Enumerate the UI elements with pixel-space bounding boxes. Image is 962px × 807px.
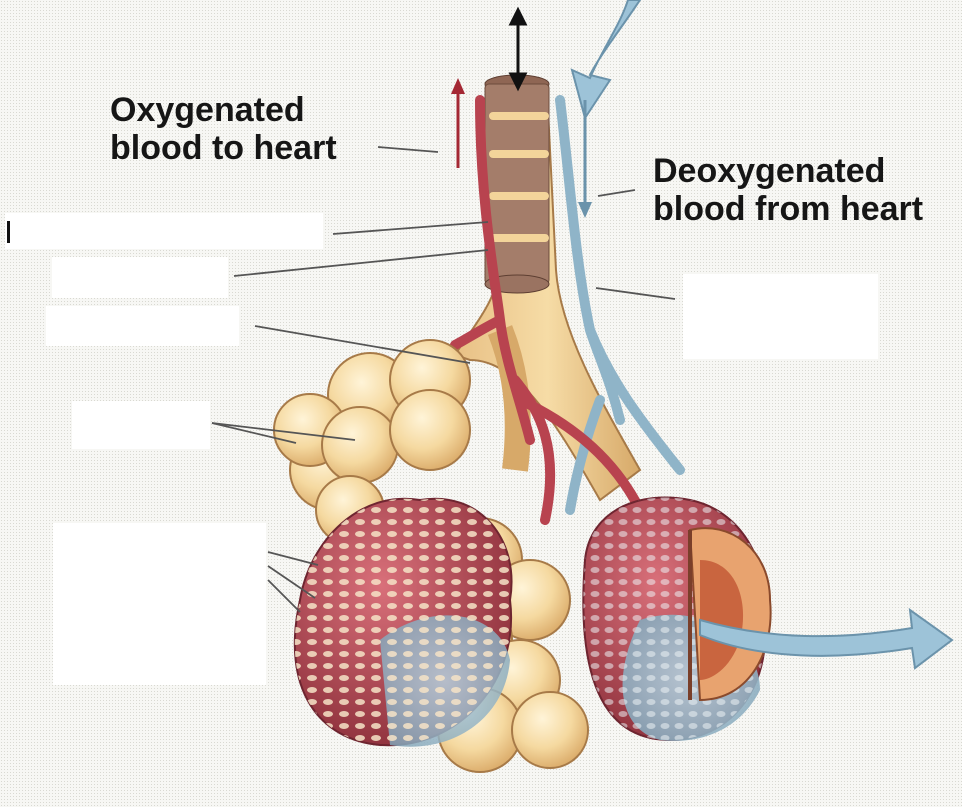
blank-label-5 [53, 523, 266, 685]
blank-label-1 [5, 213, 323, 249]
blank-label-2 [52, 257, 228, 298]
pulmonary-arteriole [555, 95, 685, 515]
cartilage-rings [484, 74, 550, 294]
text-cursor [7, 221, 10, 243]
label-oxygenated: Oxygenated blood to heart [110, 91, 337, 167]
airflow-arrow-in [570, 0, 642, 121]
blank-label-3 [46, 306, 239, 346]
pulmonary-venule [450, 95, 645, 525]
air-flow-double-arrow [508, 6, 528, 92]
deoxygenated-flow-arrow [578, 100, 592, 218]
alveolus-cross-section [688, 527, 772, 702]
blank-label-4 [72, 401, 210, 449]
leader-lines [211, 146, 676, 613]
blank-label-6 [683, 274, 878, 359]
oxygenated-flow-arrow [451, 78, 465, 168]
airflow-arrow-out [699, 607, 954, 670]
capillary-network-left [293, 497, 513, 747]
label-deoxygenated: Deoxygenated blood from heart [653, 152, 924, 228]
alveolar-sac-upper [273, 339, 471, 545]
